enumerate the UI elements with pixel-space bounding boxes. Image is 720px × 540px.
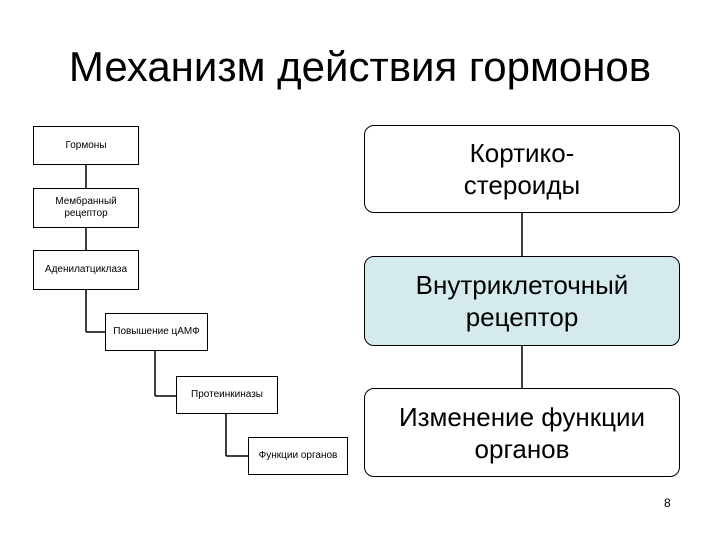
box-corticosteroids: Кортико- стероиды bbox=[364, 125, 680, 213]
box-organ-functions: Функции органов bbox=[248, 437, 348, 475]
box-hormones-label: Гормоны bbox=[65, 139, 107, 151]
box-intracellular-receptor: Внутриклеточный рецептор bbox=[364, 256, 680, 346]
box-intracellular-receptor-label: Внутриклеточный рецептор bbox=[415, 270, 629, 332]
box-membrane-receptor-label: Мембранный рецептор bbox=[55, 196, 117, 219]
box-protein-kinases-label: Протеинкиназы bbox=[191, 389, 263, 400]
box-organ-function-change-label: Изменение функции органов bbox=[398, 401, 646, 464]
box-protein-kinases: Протеинкиназы bbox=[176, 376, 278, 414]
box-camp-increase: Повышение цАМФ bbox=[105, 313, 208, 351]
box-organ-function-change: Изменение функции органов bbox=[364, 388, 680, 477]
box-membrane-receptor: Мембранный рецептор bbox=[33, 188, 139, 228]
box-adenylate-cyclase: Аденилатциклаза bbox=[33, 250, 139, 290]
box-organ-functions-label: Функции органов bbox=[258, 450, 338, 461]
page-number: 8 bbox=[664, 496, 671, 510]
slide-title: Механизм действия гормонов bbox=[68, 43, 652, 90]
box-camp-increase-label: Повышение цАМФ bbox=[113, 326, 200, 337]
box-corticosteroids-label: Кортико- стероиды bbox=[463, 138, 581, 200]
box-hormones: Гормоны bbox=[33, 126, 139, 165]
box-adenylate-cyclase-label: Аденилатциклаза bbox=[44, 264, 128, 275]
